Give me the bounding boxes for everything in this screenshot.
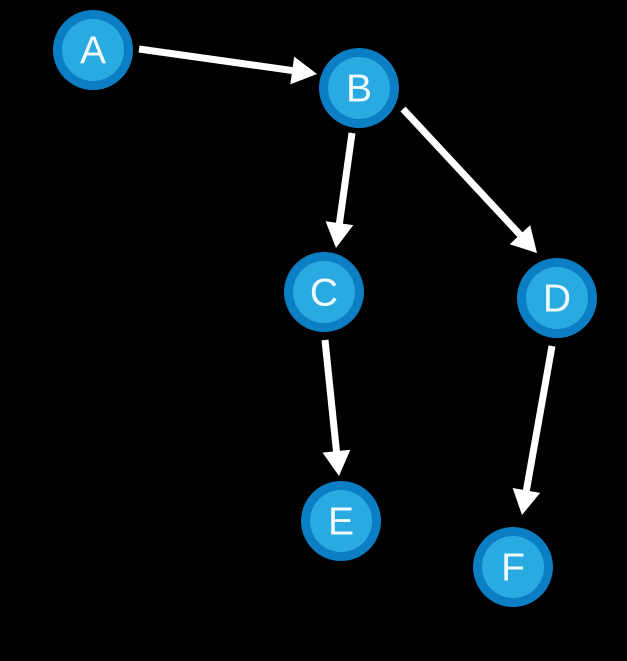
arrow-shaft bbox=[335, 132, 356, 227]
node-label: A bbox=[80, 30, 106, 73]
arrow-shaft bbox=[522, 345, 556, 494]
node-fill bbox=[310, 490, 372, 552]
edge-B-D bbox=[400, 106, 537, 253]
edge-D-F bbox=[512, 345, 556, 515]
edge-B-C bbox=[325, 132, 356, 248]
arrowhead-icon bbox=[325, 221, 354, 248]
node-fill bbox=[526, 267, 588, 329]
arrow-shaft bbox=[321, 339, 341, 455]
edge-C-E bbox=[321, 339, 351, 476]
node-label: B bbox=[346, 68, 372, 111]
node-fill bbox=[293, 261, 355, 323]
arrow-shaft bbox=[400, 106, 525, 240]
node-label: E bbox=[328, 501, 354, 544]
node-fill bbox=[482, 536, 544, 598]
arrow-shaft bbox=[138, 45, 296, 75]
node-A[interactable]: A bbox=[53, 10, 133, 90]
node-C[interactable]: C bbox=[284, 252, 364, 332]
node-label: D bbox=[543, 278, 571, 321]
node-label: F bbox=[501, 547, 525, 590]
node-fill bbox=[62, 19, 124, 81]
edge-A-B bbox=[138, 45, 317, 85]
arrowhead-icon bbox=[290, 56, 317, 85]
node-D[interactable]: D bbox=[517, 258, 597, 338]
node-E[interactable]: E bbox=[301, 481, 381, 561]
node-fill bbox=[328, 57, 390, 119]
node-label: C bbox=[310, 272, 338, 315]
arrowhead-icon bbox=[512, 487, 541, 515]
arrowhead-icon bbox=[509, 225, 537, 253]
node-B[interactable]: B bbox=[319, 48, 399, 128]
arrowhead-icon bbox=[322, 449, 351, 476]
node-F[interactable]: F bbox=[473, 527, 553, 607]
